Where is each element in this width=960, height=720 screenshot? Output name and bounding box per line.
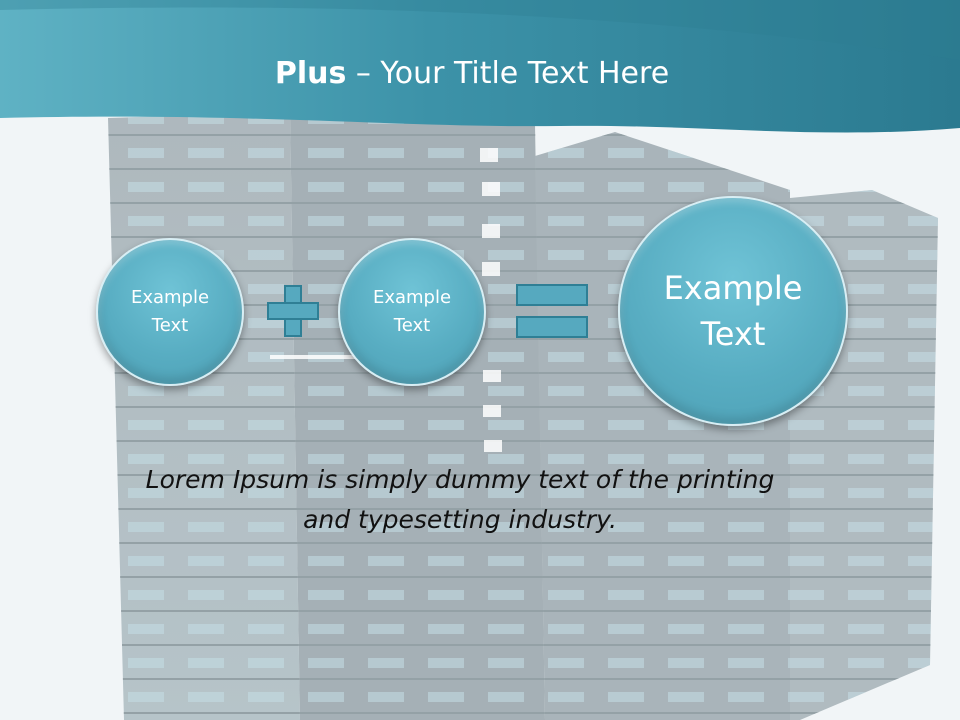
caption-line1: Lorem Ipsum is simply dummy text of the … <box>145 465 775 494</box>
result-example-circle: Example Text <box>618 196 848 426</box>
circle-label-line2: Text <box>393 315 431 336</box>
circle-label-line1: Example <box>663 269 803 307</box>
circle-label-line1: Example <box>130 287 210 308</box>
slide-title: Plus – Your Title Text Here <box>0 54 944 94</box>
plus-center-fill <box>286 304 300 318</box>
caption-line2: and typesetting industry. <box>303 505 617 534</box>
body-caption: Lorem Ipsum is simply dummy text of the … <box>110 460 810 540</box>
first-example-circle: Example Text <box>96 238 244 386</box>
equals-icon <box>516 284 588 340</box>
equals-top-bar <box>516 284 588 306</box>
title-rest: – Your Title Text Here <box>346 56 670 91</box>
circle-label-line2: Text <box>151 315 189 336</box>
second-example-circle: Example Text <box>338 238 486 386</box>
title-bold: Plus <box>274 56 347 91</box>
circle-label-line2: Text <box>700 315 766 353</box>
server-rack-group <box>108 112 938 720</box>
equals-bottom-bar <box>516 316 588 338</box>
circle-label-line1: Example <box>372 287 452 308</box>
plus-icon <box>267 285 319 337</box>
